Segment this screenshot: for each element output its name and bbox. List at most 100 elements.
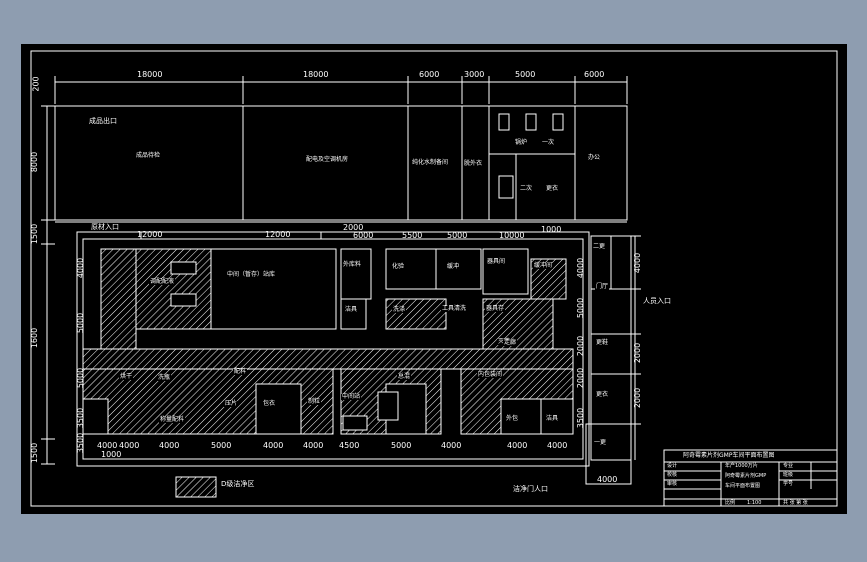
- room-power: 配电及空调机房: [305, 156, 350, 163]
- room-r5: 化验: [391, 263, 406, 270]
- room-boiler: 锅炉: [514, 139, 529, 146]
- dim-left-1500: 1500: [30, 223, 40, 245]
- title-block-cell-7: 学号: [783, 481, 794, 487]
- inner-border: [30, 50, 838, 507]
- drawing-canvas: 18000 18000 6000 3000 5000 6000 200 8000…: [21, 44, 847, 514]
- dim-top-4: 3000: [464, 70, 485, 79]
- room-r16: 称量配料: [159, 416, 186, 423]
- clean-zone-block: [82, 348, 574, 370]
- dim-row2-5: 5500: [402, 231, 423, 240]
- title-block-line1: 年产1000万片: [725, 463, 758, 469]
- dim-bottom-10: 4000: [441, 441, 462, 450]
- dim-bottom-8: 4500: [339, 441, 360, 450]
- dim-left-inner-4: 3500: [76, 407, 86, 429]
- room-r25: 洁具: [545, 415, 560, 422]
- room-r14: 烘干: [119, 373, 134, 380]
- dim-bottom-right: 4000: [597, 475, 618, 484]
- label-product-exit: 成品出口: [89, 117, 117, 125]
- title-block-cell-4: 比例: [725, 500, 736, 506]
- room-finished-storage: 成品待检: [135, 152, 162, 159]
- room-r28: 更衣: [595, 391, 610, 398]
- dim-left-8000: 8000: [30, 151, 40, 173]
- room-r29: 一更: [593, 439, 608, 446]
- dim-bottom-9: 5000: [391, 441, 412, 450]
- room-r12: 洁具: [344, 306, 359, 313]
- dim-bottom-3: 4000: [119, 441, 140, 450]
- dim-top-3: 6000: [419, 70, 440, 79]
- room-r30: 二更: [592, 243, 607, 250]
- dim-bottom-5: 5000: [211, 441, 232, 450]
- label-material-entrance: 原材入口: [91, 223, 119, 231]
- dim-bottom-7: 4000: [303, 441, 324, 450]
- dim-top-6: 6000: [584, 70, 605, 79]
- dim-row2-6: 5000: [447, 231, 468, 240]
- legend-label: D级洁净区: [221, 480, 255, 488]
- title-block-cell-6: 班级: [783, 472, 794, 478]
- dim-left-inner-1: 4000: [76, 257, 86, 279]
- room-r6: 缓冲: [446, 263, 461, 270]
- dim-bottom-4: 4000: [159, 441, 180, 450]
- dim-row2-7: 10000: [499, 231, 525, 240]
- dim-right-inner-3: 2000: [576, 335, 586, 357]
- dim-far-right-1: 4000: [633, 252, 643, 274]
- room-r4: 脱外衣: [463, 160, 484, 167]
- room-r17: 配料: [233, 368, 248, 375]
- dim-left-inner-3: 5000: [76, 367, 86, 389]
- dim-far-right-3: 2000: [633, 387, 643, 409]
- label-staff-entrance: 人员入口: [643, 297, 671, 305]
- dim-left-bottom: 1500: [30, 442, 40, 464]
- title-block-title: 阿奇霉素片剂GMP车间平面布置图: [683, 452, 775, 459]
- dim-bottom-6: 4000: [263, 441, 284, 450]
- title-block-cell-3: 审核: [667, 481, 678, 487]
- room-office: 办公: [587, 154, 602, 161]
- title-block-cell-5: 专业: [783, 463, 794, 469]
- title-block-cell-8: 共 张 第 张: [783, 500, 808, 506]
- label-clean-entrance: 洁净门人口: [513, 485, 548, 493]
- dim-right-inner-5: 3500: [576, 407, 586, 429]
- dim-row2-1: 12000: [137, 230, 163, 239]
- room-r20: 制粒: [307, 398, 322, 405]
- dim-row2-3: 2000: [343, 223, 364, 232]
- room-r10: 器具存: [485, 305, 506, 312]
- title-block: [663, 449, 838, 507]
- dim-top-5: 5000: [515, 70, 536, 79]
- room-r7: 器具间: [486, 258, 507, 265]
- dim-bottom-12: 4000: [547, 441, 568, 450]
- room-r26: 门厅: [595, 283, 610, 290]
- dim-bottom-11: 4000: [507, 441, 528, 450]
- room-r2: 二次: [519, 185, 534, 192]
- title-block-cell-2: 校核: [667, 472, 678, 478]
- floor-plan-drawing: [30, 50, 838, 507]
- north-building: [54, 105, 628, 221]
- room-r23: 外包: [505, 415, 520, 422]
- room-r8: 洗涤: [392, 306, 407, 313]
- dim-row2-2: 12000: [265, 230, 291, 239]
- dim-row2-8: 1000: [541, 225, 562, 234]
- room-r18: 压片: [224, 400, 239, 407]
- dim-row2-4: 6000: [353, 231, 374, 240]
- clean-zone-block: [385, 298, 447, 330]
- room-r19: 包衣: [262, 400, 277, 407]
- dim-left-top: 200: [31, 76, 41, 92]
- dim-right-inner-4: 2000: [576, 367, 586, 389]
- dim-bottom-1: 4000: [97, 441, 118, 450]
- room-compound: 调配配液: [149, 278, 176, 285]
- room-r31: 走廊: [503, 339, 518, 346]
- dim-left-inner-2: 5000: [76, 312, 86, 334]
- dim-top-1: 18000: [137, 70, 163, 79]
- room-r11: 缓冲间: [533, 262, 554, 269]
- dim-right-inner-2: 5000: [576, 297, 586, 319]
- room-r3: 更衣: [545, 185, 560, 192]
- title-block-line3: 车间平面布置图: [725, 483, 761, 489]
- room-r1: 一次: [541, 139, 556, 146]
- title-block-scale: 1:100: [747, 500, 762, 506]
- dim-bottom-2: 1000: [101, 450, 122, 459]
- title-block-line2: 阿奇霉素片剂GMP: [725, 473, 767, 479]
- title-block-cell-1: 设计: [667, 463, 678, 469]
- dim-far-right-2: 2000: [633, 342, 643, 364]
- clean-zone-block: [135, 248, 212, 330]
- room-r27: 更鞋: [595, 339, 610, 346]
- room-r24: 中间站: [341, 393, 362, 400]
- dim-left-main: 1600: [30, 327, 40, 349]
- room-r9: 工具清洗: [441, 305, 468, 312]
